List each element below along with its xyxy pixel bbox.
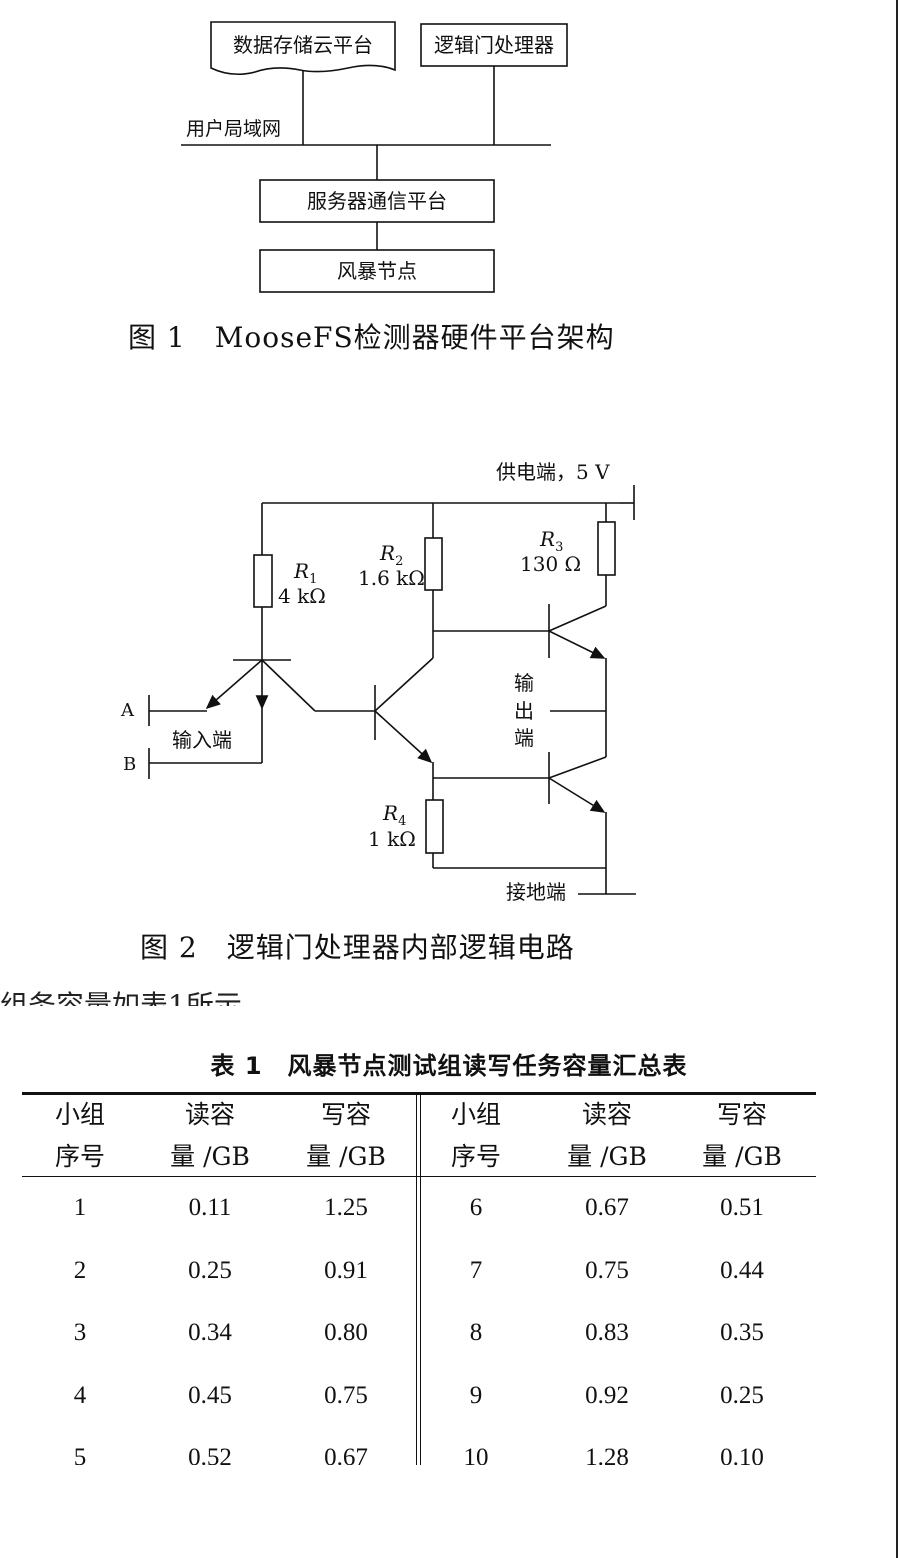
output-label-1: 输 [514, 671, 534, 695]
table-cell: 0.75 [585, 1256, 629, 1284]
table-cell: 0.44 [720, 1256, 764, 1284]
table-header-cell: 量 /GB [306, 1142, 386, 1171]
table-cell: 0.67 [585, 1194, 629, 1221]
resistor-r2 [424, 537, 443, 591]
table-header-cell: 小组 [54, 1100, 105, 1129]
table-divider-right [420, 1095, 421, 1465]
table-cell: 0.91 [324, 1256, 368, 1284]
table-header-cell: 读容 [184, 1100, 235, 1129]
logic-processor-label: 逻辑门处理器 [434, 33, 554, 57]
table-cell: 0.67 [324, 1444, 368, 1465]
figure-1-caption: 图 1 MooseFS检测器硬件平台架构 [128, 321, 615, 354]
table-header-cell: 量 /GB [567, 1142, 647, 1171]
r1-name: R1 [293, 559, 317, 587]
table-cell: 10 [463, 1444, 489, 1465]
table-cell: 1.25 [324, 1194, 368, 1221]
r4-value: 1 kΩ [368, 827, 416, 851]
table-cell: 0.35 [720, 1319, 764, 1346]
table-divider-left [416, 1095, 417, 1465]
r2-value: 1.6 kΩ [358, 566, 425, 590]
table-cell: 6 [469, 1194, 483, 1221]
r3-value: 130 Ω [520, 552, 581, 576]
lan-label: 用户局域网 [186, 118, 281, 140]
input-emitter-a [205, 659, 263, 710]
server-platform-label: 服务器通信平台 [307, 189, 447, 213]
table-header-cell: 小组 [450, 1100, 501, 1129]
table-cell: 0.51 [720, 1194, 764, 1221]
table-cell: 0.75 [324, 1381, 368, 1409]
input-a-label: A [120, 700, 135, 721]
cloud-platform-box [210, 21, 396, 76]
input-b-label: B [123, 754, 136, 775]
page-right-border [896, 0, 898, 1558]
table-cell: 0.25 [188, 1256, 232, 1284]
table-cell: 0.80 [324, 1319, 368, 1346]
table-cell: 0.10 [720, 1444, 764, 1465]
table-header-cell: 序号 [54, 1142, 105, 1171]
table-top-rule [22, 1092, 816, 1095]
table-cell: 0.83 [585, 1319, 629, 1346]
table-cell: 1 [73, 1194, 87, 1221]
figure-2-caption: 图 2 逻辑门处理器内部逻辑电路 [140, 931, 575, 964]
table-cell: 9 [469, 1381, 483, 1409]
r1-value: 4 kΩ [278, 584, 326, 608]
resistor-r4 [425, 799, 444, 854]
supply-label: 供电端，5 V [496, 460, 610, 484]
input-label: 输入端 [172, 728, 232, 752]
table-header-cell: 写容 [716, 1100, 767, 1129]
table-header-cell: 序号 [450, 1142, 501, 1171]
figure-2-circuit: 供电端，5 V R1 4 kΩ R2 1.6 kΩ R3 130 Ω R4 1 … [120, 460, 636, 904]
storm-node-label: 风暴节点 [337, 259, 417, 283]
table-header-cell: 读容 [581, 1100, 632, 1129]
table-header-cell: 量 /GB [170, 1142, 250, 1171]
table-cell: 3 [73, 1319, 87, 1346]
figure-1-diagram: 数据存储云平台 逻辑门处理器 用户局域网 服务器通信平台 风暴节点 [181, 21, 568, 293]
table-cell: 0.45 [188, 1381, 232, 1409]
table-cell: 0.25 [720, 1381, 764, 1409]
output-label-2: 出 [514, 699, 534, 723]
table-cell: 0.11 [188, 1194, 232, 1221]
resistor-r1 [253, 554, 273, 608]
output-label-3: 端 [514, 726, 534, 750]
table-cell: 0.92 [585, 1381, 629, 1409]
table-cell: 0.52 [188, 1444, 232, 1465]
storm-node-box [259, 249, 495, 293]
table-1-title: 表 1 风暴节点测试组读写任务容量汇总表 [210, 1052, 688, 1080]
table-1: 小组序号 读容量 /GB 写容量 /GB 小组序号 读容量 /GB 写容量 /GB 1 0.1… [22, 1092, 816, 1465]
r4-name: R4 [382, 801, 406, 829]
table-cell: 8 [469, 1319, 483, 1346]
table-header-cell: 量 /GB [702, 1142, 782, 1171]
r2-name: R2 [379, 541, 403, 569]
table-cell: 0.34 [188, 1319, 232, 1346]
table-header-cell: 写容 [320, 1100, 371, 1129]
body-text-fragment: 组务容量如表1所示。 [0, 989, 270, 1006]
table-cell: 5 [73, 1444, 87, 1465]
resistor-r3 [597, 521, 616, 576]
ground-label: 接地端 [506, 880, 566, 904]
table-header-rule [22, 1176, 816, 1177]
cloud-platform-label: 数据存储云平台 [233, 33, 373, 57]
r3-name: R3 [539, 527, 563, 555]
table-cell: 4 [73, 1381, 87, 1409]
table-cell: 2 [73, 1256, 87, 1284]
table-cell: 7 [469, 1256, 483, 1284]
table-cell: 1.28 [585, 1444, 629, 1465]
